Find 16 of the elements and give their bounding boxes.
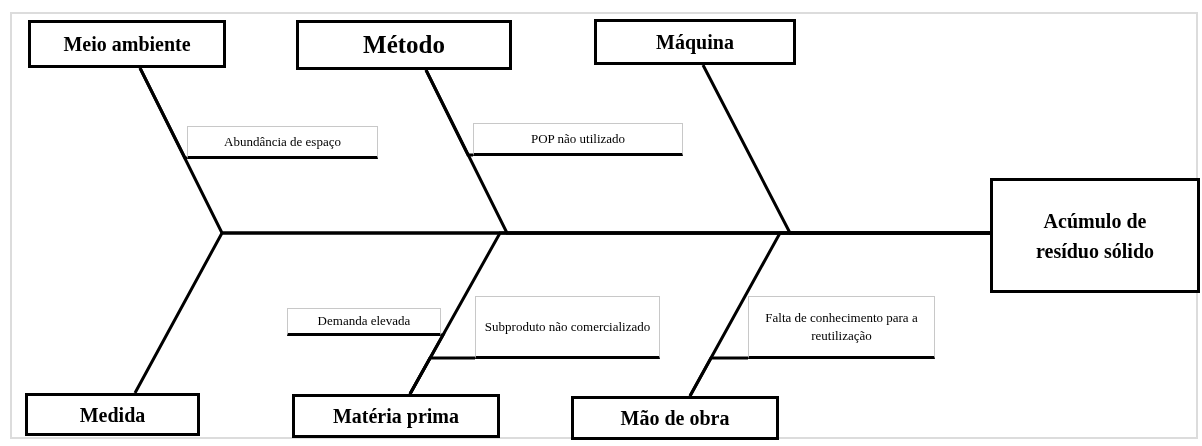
- cause-label: Falta de conhecimento para a reutilização: [748, 296, 935, 359]
- cause-label: POP não utilizado: [473, 123, 683, 156]
- category-box: Método: [296, 20, 512, 70]
- category-box: Máquina: [594, 19, 796, 65]
- bone-line: [138, 67, 188, 160]
- cause-label: Subproduto não comercializado: [475, 296, 660, 359]
- bone-line: [424, 69, 473, 157]
- category-box: Medida: [25, 393, 200, 436]
- effect-box: Acúmulo de resíduo sólido: [990, 178, 1200, 293]
- cause-label: Abundância de espaço: [187, 126, 378, 159]
- cause-label: Demanda elevada: [287, 308, 441, 336]
- category-box: Mão de obra: [571, 396, 779, 440]
- category-box: Matéria prima: [292, 394, 500, 438]
- bone-line: [408, 356, 475, 395]
- bone-line: [688, 356, 748, 397]
- category-box: Meio ambiente: [28, 20, 226, 68]
